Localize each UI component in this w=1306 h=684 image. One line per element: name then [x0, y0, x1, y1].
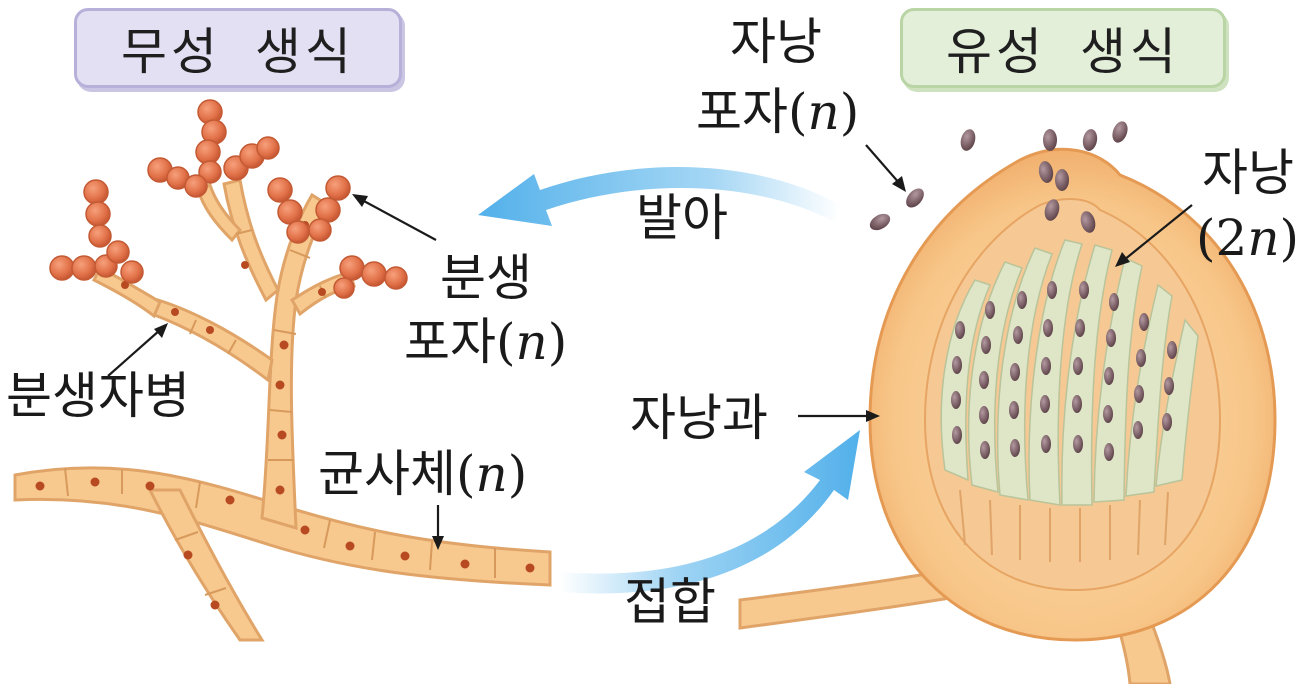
ascus-label-line1: 자낭	[1202, 144, 1294, 202]
hypha-network	[13, 178, 552, 642]
conidium-label-line1: 분생	[440, 249, 532, 307]
pointer-lines	[107, 144, 1193, 550]
conjugation-arrow	[560, 430, 860, 594]
ascocarp-label: 자낭과	[630, 389, 768, 447]
ascus-label-line2: (2n)	[1196, 209, 1300, 267]
sexual-reproduction-badge: 유성 생식	[900, 8, 1226, 88]
germination-label: 발아	[636, 189, 728, 247]
conjugation-label: 접합	[624, 573, 716, 631]
asexual-reproduction-badge: 무성 생식	[74, 8, 402, 88]
branch-upper-left	[222, 178, 280, 303]
germination-arrow	[478, 167, 840, 226]
ascocarp	[738, 121, 1277, 684]
ascospores-inside	[951, 281, 1177, 461]
released-ascospores	[869, 121, 1128, 233]
mycelium-label: 균사체(n)	[318, 445, 528, 503]
conidium-label-line2: 포자(n)	[404, 313, 568, 371]
branch-far-left	[91, 265, 162, 319]
ascospore-label-line2: 포자(n)	[696, 83, 860, 141]
ascospore-label-line1: 자낭	[730, 13, 822, 71]
conidia-chains	[49, 99, 408, 299]
conidiophore-label: 분생자병	[6, 367, 190, 425]
